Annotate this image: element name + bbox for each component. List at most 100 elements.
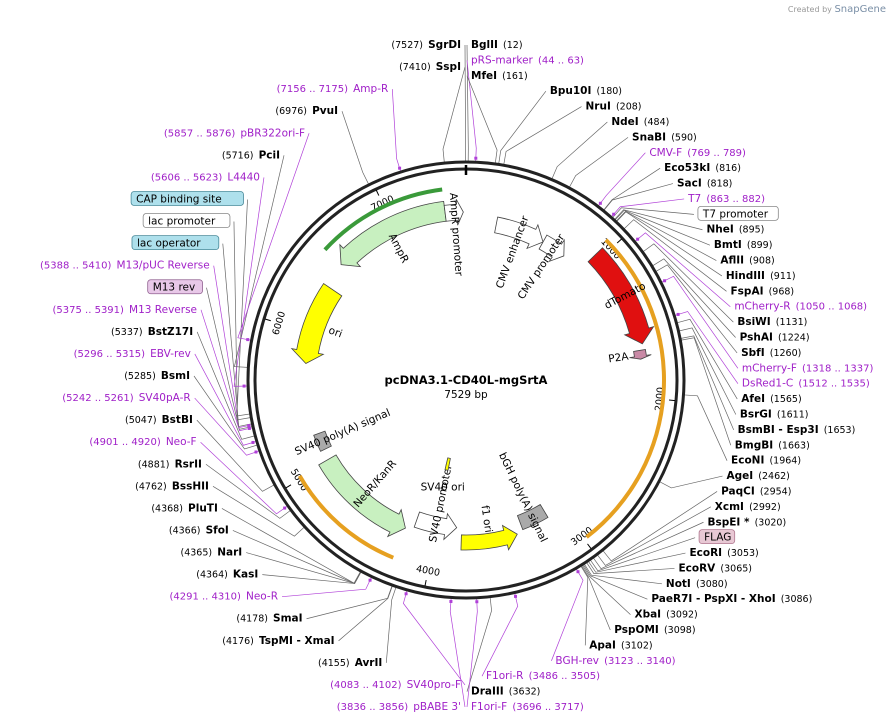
primer-label-group: (5857 .. 5876) pBR322ori-F <box>164 127 305 139</box>
primer-marker <box>254 450 258 454</box>
leader-line <box>580 566 589 646</box>
primer-range: (3836 .. 3856) <box>337 702 409 713</box>
primer-label-group: F1ori-F (3696 .. 3717) <box>471 701 584 713</box>
primer-marker <box>612 212 616 216</box>
tick-mark <box>668 399 676 402</box>
primer-name: Neo-F <box>166 436 197 448</box>
ori-feature <box>290 283 343 364</box>
primer-label-group: (5296 .. 5315) EBV-rev <box>74 348 191 360</box>
sv40-ori-feature <box>444 457 451 471</box>
p2a-label: P2A <box>608 350 631 365</box>
orf-arc <box>585 238 667 539</box>
site-name: PvuI <box>312 105 338 117</box>
primer-label: F1ori-R (3486 .. 3505) <box>486 664 600 683</box>
site-name: NdeI <box>611 116 638 128</box>
site-position: (7527) <box>391 40 423 51</box>
leader-line <box>681 337 732 446</box>
site-position: (3020) <box>755 517 787 528</box>
primer-name: pBABE 3' <box>413 701 461 713</box>
site-position: (1260) <box>770 348 802 359</box>
restriction-site-label: (4366) SfoI <box>169 518 229 537</box>
restriction-site-label: NheI (895) <box>706 218 764 237</box>
restriction-site-label: BsiWI (1131) <box>737 310 807 329</box>
box-label-group: lac operator <box>131 235 220 251</box>
primer-label-group: F1ori-R (3486 .. 3505) <box>486 664 600 683</box>
restriction-site-label: (4881) RsrII <box>138 452 202 471</box>
primer-range: (4901 .. 4920) <box>89 437 161 448</box>
site-position: (180) <box>596 86 622 97</box>
leader-line <box>615 209 711 246</box>
primer-marker <box>576 570 580 574</box>
site-label-group: BsmBI - Esp3I (1653) <box>738 424 856 436</box>
primer-marker <box>598 201 602 205</box>
restriction-site-label: PspOMI (3098) <box>614 618 695 637</box>
primer-label: (7156 .. 7175) Amp-R <box>277 77 389 96</box>
leader-line <box>262 571 362 584</box>
site-position: (3080) <box>696 579 728 590</box>
restriction-site-label: EcoNI (1964) <box>731 449 801 468</box>
site-name: XbaI <box>634 609 661 621</box>
flag-box <box>698 529 736 545</box>
primer-name: pRS-marker <box>471 54 534 66</box>
orf-arcs <box>297 187 667 560</box>
cap-binding-site-label: CAP binding site <box>136 193 222 205</box>
restriction-site-label: (4155) AvrII <box>318 651 382 670</box>
leader-line <box>196 331 255 440</box>
site-position: (2462) <box>758 471 790 482</box>
primer-label-group: (5242 .. 5261) SV40pA-R <box>62 392 190 404</box>
primer-marker <box>676 312 680 316</box>
leader-line <box>481 593 519 677</box>
site-label-group: AflII (908) <box>720 255 774 267</box>
primer-range: (4083 .. 4102) <box>330 680 402 691</box>
lac-promoter-label: lac promoter <box>148 216 216 228</box>
site-name: BsmI <box>161 370 190 382</box>
restriction-site-label: (4364) KasI <box>196 563 258 582</box>
restriction-site-label: (5047) BstBI <box>125 408 193 427</box>
site-name: NotI <box>666 578 691 590</box>
primer-range: (5242 .. 5261) <box>62 393 134 404</box>
leader-line <box>590 537 696 572</box>
leader-line <box>232 530 361 584</box>
site-name: PaeR7I - PspXI - XhoI <box>651 593 775 605</box>
site-position: (1611) <box>777 409 809 420</box>
site-label-group: (4881) RsrII <box>138 452 202 471</box>
primer-name: DsRed1-C <box>742 378 793 390</box>
site-label-group: (4178) SmaI <box>236 613 302 625</box>
leader-line <box>281 577 372 598</box>
site-name: SbfI <box>741 347 765 359</box>
site-position: (1565) <box>770 394 802 405</box>
f1-ori-feature <box>460 524 518 551</box>
site-label-group: EcoNI (1964) <box>731 449 801 468</box>
restriction-site-label: EcoRV (3065) <box>678 556 752 575</box>
primer-name: F1ori-R <box>486 670 523 682</box>
primer-label-group: BGH-rev (3123 .. 3140) <box>555 655 675 667</box>
site-position: (4368) <box>151 503 183 514</box>
site-position: (484) <box>644 117 670 128</box>
leader-line <box>551 121 608 179</box>
leader-line <box>498 90 547 164</box>
site-position: (4762) <box>135 481 167 492</box>
site-position: (2954) <box>760 486 792 497</box>
primer-range: (5388 .. 5410) <box>40 261 112 272</box>
primer-label: (4291 .. 4310) Neo-R <box>169 585 278 604</box>
site-name: AvrII <box>355 657 383 669</box>
snapgene-credit: Created by SnapGene <box>788 4 886 15</box>
leader-line <box>466 597 492 692</box>
site-position: (7410) <box>399 62 431 73</box>
neor-kanr-feature <box>318 454 406 538</box>
site-position: (3053) <box>727 548 759 559</box>
leader-line <box>614 209 703 231</box>
leader-line <box>442 66 466 163</box>
restriction-site-label: NdeI (484) <box>611 110 669 129</box>
site-label-group: (5716) PciI <box>222 149 280 161</box>
site-name: MfeI <box>471 70 497 82</box>
leader-line <box>583 564 648 600</box>
site-name: NruI <box>586 101 611 113</box>
bgh-poly-a-signal-feature <box>516 503 549 531</box>
site-position: (4366) <box>169 525 201 536</box>
primer-range: (3696 .. 3717) <box>512 702 584 713</box>
restriction-site-label: EcoRI (3053) <box>689 541 758 560</box>
leader-line <box>624 219 727 292</box>
primer-marker <box>368 578 372 582</box>
site-label-group: (4364) KasI <box>196 563 258 582</box>
